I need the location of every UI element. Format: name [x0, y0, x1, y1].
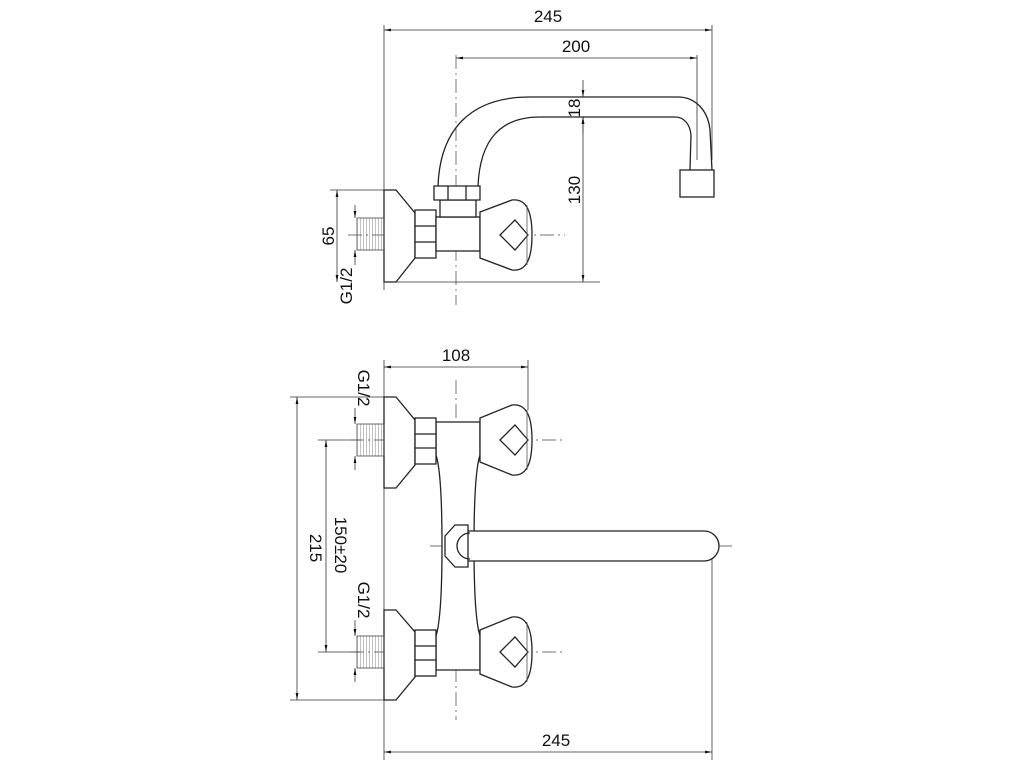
svg-text:130: 130 — [565, 176, 584, 204]
handle-knob-side — [479, 199, 533, 271]
svg-text:G1/2: G1/2 — [354, 370, 373, 407]
spout-front — [444, 524, 720, 568]
valve-body-side — [414, 185, 481, 259]
svg-text:245: 245 — [542, 731, 570, 750]
svg-text:G1/2: G1/2 — [354, 582, 373, 619]
thread-label-g12-top: G1/2 — [353, 370, 373, 470]
front-view: 108 215 150±20 G1/2 G1/2 245 — [290, 346, 735, 760]
svg-text:150±20: 150±20 — [331, 517, 350, 574]
dimension-65: 65 — [319, 190, 339, 282]
thread-label-g12-bottom: G1/2 — [353, 582, 373, 682]
wall-flange-side — [356, 189, 416, 283]
side-view: 245 200 18 130 65 G1/2 — [319, 7, 715, 305]
dimension-108: 108 — [384, 346, 528, 369]
dimension-200: 200 — [456, 37, 697, 60]
svg-text:245: 245 — [534, 7, 562, 26]
svg-text:G1/2: G1/2 — [337, 268, 356, 305]
dimension-150-20: 150±20 — [324, 440, 350, 652]
svg-text:108: 108 — [442, 346, 470, 365]
svg-text:215: 215 — [306, 534, 325, 562]
dimension-215: 215 — [295, 397, 325, 700]
spout — [437, 96, 715, 198]
svg-text:65: 65 — [319, 227, 338, 246]
dimension-18: 18 — [565, 80, 585, 134]
svg-text:18: 18 — [565, 99, 584, 118]
thread-label-g12-side: G1/2 — [337, 205, 357, 305]
svg-text:200: 200 — [562, 37, 590, 56]
dimension-130: 130 — [565, 117, 585, 282]
dimension-245-top: 245 — [384, 7, 712, 32]
dimension-245-bottom: 245 — [384, 731, 712, 754]
inlet-top — [356, 396, 533, 489]
inlet-bottom — [356, 609, 533, 701]
